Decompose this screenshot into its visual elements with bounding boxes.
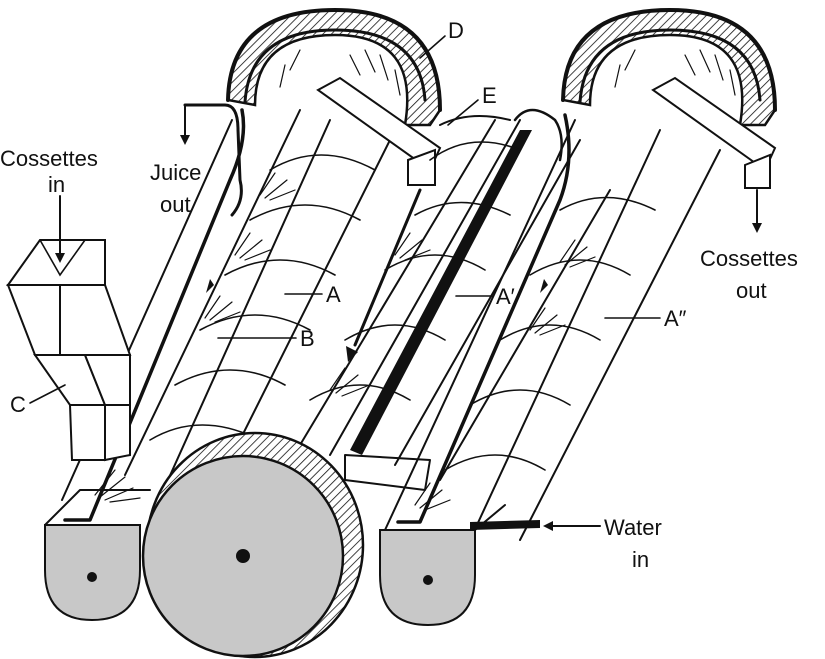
- annotations: [29, 35, 762, 531]
- right-axle-icon: [423, 575, 433, 585]
- drive-wheel-axle-icon: [236, 549, 250, 563]
- label-A: A: [326, 282, 341, 307]
- flow-arrow-up-right-icon: [540, 279, 548, 293]
- tube-A-prime-band: [350, 130, 532, 455]
- label-A-prime: A′: [496, 284, 515, 309]
- labels: Cossettes in Juice out Cossettes out Wat…: [0, 18, 798, 572]
- feed-hopper-C: [6, 239, 132, 462]
- connector-E: [429, 108, 563, 162]
- flow-arrow-up-icon: [206, 279, 214, 293]
- label-juice-out: Juice: [150, 160, 201, 185]
- label-cossettes-out-2: out: [736, 278, 767, 303]
- label-D: D: [448, 18, 464, 43]
- label-cossettes-in-2: in: [48, 172, 65, 197]
- tube-A-double-prime-hood: [561, 8, 777, 189]
- label-juice-out-2: out: [160, 192, 191, 217]
- flow-arrow-down-icon: [346, 346, 358, 362]
- label-cossettes-in: Cossettes: [0, 146, 98, 171]
- water-inlet-pipe: [470, 520, 540, 530]
- connecting-strut: [344, 454, 431, 491]
- left-axle-icon: [87, 572, 97, 582]
- label-B: B: [300, 326, 315, 351]
- tube-A-hood: [183, 8, 442, 217]
- label-water-in-2: in: [632, 547, 649, 572]
- label-cossettes-out: Cossettes: [700, 246, 798, 271]
- label-E: E: [482, 83, 497, 108]
- tube-A-double-prime: [384, 113, 721, 541]
- label-A-double-prime: A″: [664, 306, 687, 331]
- label-water-in: Water: [604, 515, 662, 540]
- end-caps: [44, 431, 540, 659]
- tube-A-prime: [299, 119, 611, 481]
- label-C: C: [10, 392, 26, 417]
